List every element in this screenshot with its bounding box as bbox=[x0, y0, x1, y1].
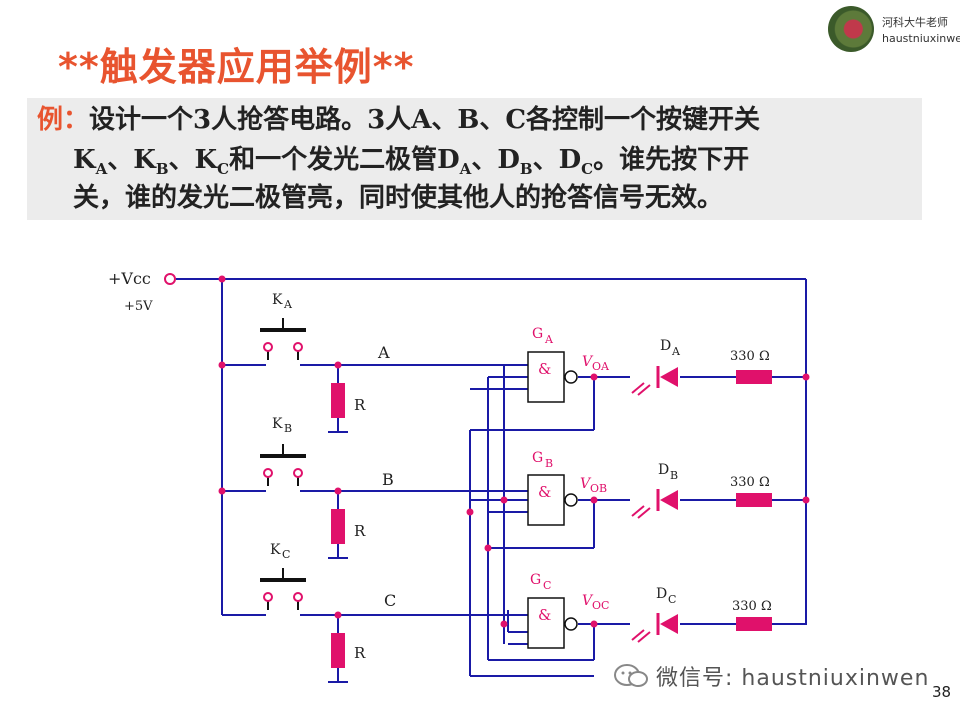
gate-symbol-a: & bbox=[538, 360, 551, 378]
sub-c: C bbox=[217, 160, 230, 179]
vcc-terminal-icon bbox=[164, 273, 176, 285]
gate-a bbox=[527, 351, 578, 403]
led-c-icon bbox=[631, 613, 678, 643]
gate-sub-a: A bbox=[544, 333, 554, 346]
logo-handle: haustniuxinwen bbox=[882, 32, 960, 45]
text-k3: 、K bbox=[168, 145, 218, 175]
led-sub-b: B bbox=[670, 469, 678, 482]
vout-c: V bbox=[582, 593, 594, 609]
vout-a: V bbox=[582, 354, 594, 370]
flower-avatar-icon bbox=[828, 6, 874, 52]
sub-da: A bbox=[459, 160, 472, 179]
logo: 河科大牛老师 haustniuxinwen bbox=[828, 6, 960, 54]
vcc-label: +Vcc bbox=[108, 269, 151, 288]
text-k: K bbox=[73, 145, 96, 175]
example-label: 例： bbox=[37, 105, 90, 135]
signal-a: A bbox=[377, 343, 390, 362]
gate-symbol-c: & bbox=[538, 606, 551, 624]
wechat-id: 微信号: haustniuxinwen bbox=[656, 666, 930, 691]
sub-db: B bbox=[519, 160, 533, 179]
gate-name-b: G bbox=[532, 450, 543, 466]
vout-sub-b: OB bbox=[590, 482, 607, 495]
sub-dc: C bbox=[581, 160, 594, 179]
led-resistor-b bbox=[736, 493, 772, 507]
led-resistor-c bbox=[736, 617, 772, 631]
page-number: 38 bbox=[932, 683, 952, 701]
text-k2: 、K bbox=[107, 145, 156, 175]
led-label-a: D bbox=[660, 338, 671, 354]
resistor-c bbox=[331, 633, 345, 668]
led-a-icon bbox=[631, 366, 678, 396]
switch-label-c: K bbox=[270, 542, 281, 558]
resistor-b bbox=[331, 509, 345, 544]
led-sub-a: A bbox=[671, 345, 681, 358]
problem-statement: 例：设计一个3人抢答电路。3人A、B、C各控制一个按键开关 KA、KB、KC和一… bbox=[27, 98, 922, 220]
switch-label-a: K bbox=[272, 292, 283, 308]
resistor-label-a: R bbox=[354, 396, 366, 414]
slide-title: **触发器应用举例** bbox=[58, 45, 415, 89]
switch-kb bbox=[260, 444, 306, 486]
led-resistor-label-b: 330 Ω bbox=[730, 475, 770, 490]
switch-sub-a: A bbox=[283, 298, 293, 311]
problem-text-3: 关，谁的发光二极管亮，同时使其他人的抢答信号无效。 bbox=[73, 183, 724, 213]
switch-kc bbox=[260, 568, 306, 610]
sub-b: B bbox=[155, 160, 169, 179]
text-end: 。谁先按下开 bbox=[593, 145, 750, 175]
led-b-icon bbox=[631, 489, 678, 519]
vout-sub-a: OA bbox=[592, 360, 610, 373]
led-sub-c: C bbox=[668, 593, 676, 606]
led-resistor-label-a: 330 Ω bbox=[730, 349, 770, 364]
problem-text-1: 设计一个3人抢答电路。3人A、B、C各控制一个按键开关 bbox=[89, 105, 761, 135]
resistor-a bbox=[331, 383, 345, 418]
problem-line-1: 例：设计一个3人抢答电路。3人A、B、C各控制一个按键开关 bbox=[37, 102, 760, 138]
gate-c bbox=[527, 597, 578, 649]
problem-line-3: 关，谁的发光二极管亮，同时使其他人的抢答信号无效。 bbox=[73, 180, 723, 216]
resistor-label-c: R bbox=[354, 644, 366, 662]
switch-sub-c: C bbox=[282, 548, 290, 561]
led-label-c: D bbox=[656, 586, 667, 602]
gate-symbol-b: & bbox=[538, 483, 551, 501]
wires bbox=[176, 278, 807, 683]
text-d2: 、D bbox=[471, 145, 520, 175]
logo-name: 河科大牛老师 bbox=[882, 16, 948, 29]
switch-sub-b: B bbox=[284, 422, 292, 435]
sub-a: A bbox=[95, 160, 108, 179]
switch-label-b: K bbox=[272, 416, 283, 432]
led-label-b: D bbox=[658, 462, 669, 478]
gate-name-c: G bbox=[530, 572, 541, 588]
gate-sub-b: B bbox=[545, 457, 553, 470]
gate-b bbox=[527, 474, 578, 526]
gate-name-a: G bbox=[532, 326, 543, 342]
junction-dots bbox=[218, 275, 810, 628]
vcc-value: +5V bbox=[124, 299, 153, 314]
gate-sub-c: C bbox=[543, 579, 551, 592]
vout-b: V bbox=[580, 476, 592, 492]
vout-sub-c: OC bbox=[592, 599, 609, 612]
text-d: 和一个发光二极管D bbox=[229, 145, 460, 175]
signal-c: C bbox=[384, 591, 396, 610]
wechat-icon bbox=[614, 664, 648, 687]
text-d3: 、D bbox=[532, 145, 582, 175]
switch-ka bbox=[260, 318, 306, 360]
led-resistor-a bbox=[736, 370, 772, 384]
problem-line-2: KA、KB、KC和一个发光二极管DA、DB、DC。谁先按下开 bbox=[73, 142, 749, 187]
signal-b: B bbox=[382, 470, 394, 489]
resistor-label-b: R bbox=[354, 522, 366, 540]
led-resistor-label-c: 330 Ω bbox=[732, 599, 772, 614]
